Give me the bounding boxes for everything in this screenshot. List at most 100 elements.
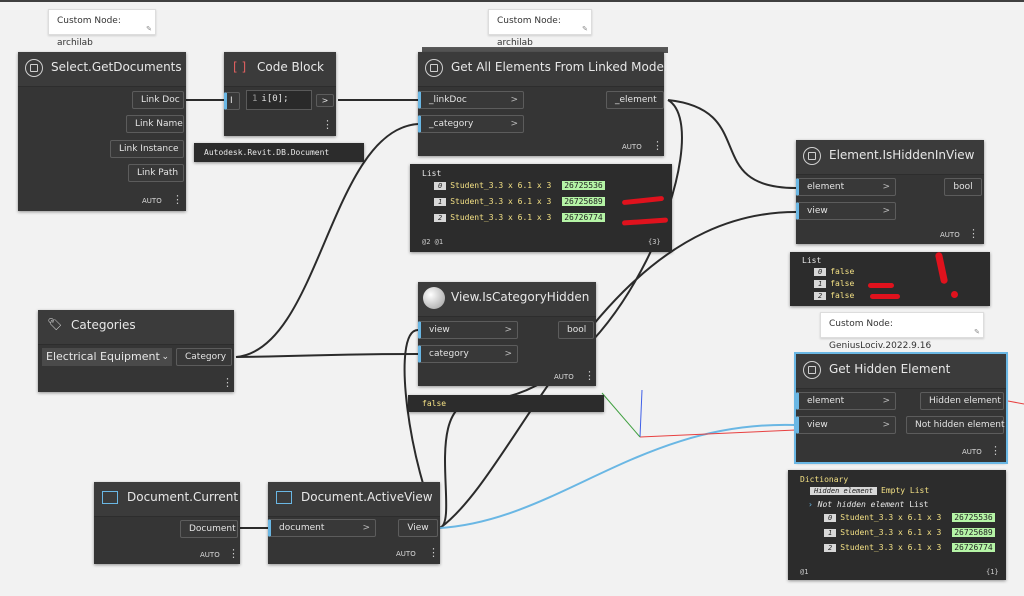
node-header[interactable]: 🏷 Categories [38, 310, 234, 345]
port-label: view [807, 206, 828, 216]
element-id: 26725689 [952, 528, 995, 537]
lacing-auto-label[interactable]: AUTO [554, 373, 574, 381]
lacing-auto-label[interactable]: AUTO [142, 197, 162, 205]
node-view-iscategoryhidden[interactable]: View.IsCategoryHidden view> category> bo… [418, 282, 596, 386]
output-port-code[interactable]: > [316, 94, 334, 107]
node-header[interactable]: Element.IsHiddenInView [796, 140, 984, 175]
node-document-current[interactable]: Document.Current Document AUTO ⋮ [94, 482, 240, 564]
node-menu-icon[interactable]: ⋮ [322, 118, 333, 131]
node-header[interactable]: Get Hidden Element [796, 354, 1006, 389]
node-menu-icon[interactable]: ⋮ [584, 369, 595, 382]
bool-value: false [830, 267, 855, 276]
output-port-view[interactable]: View [398, 519, 438, 537]
chevron-right-icon: > [510, 119, 518, 129]
input-port-i[interactable]: I [224, 92, 240, 110]
node-menu-icon[interactable]: ⋮ [222, 376, 233, 389]
port-label: I [230, 96, 233, 106]
node-title: Element.IsHiddenInView [829, 148, 975, 162]
node-header[interactable]: Document.ActiveView [268, 482, 440, 517]
node-title: Code Block [257, 60, 324, 74]
input-port-linkdoc[interactable]: _linkDoc> [418, 91, 524, 109]
input-port-view[interactable]: view> [418, 321, 518, 339]
dict-value-type: List [909, 500, 929, 509]
tag-label: Custom Node: archilab [497, 16, 561, 48]
node-title: Categories [71, 318, 136, 332]
output-port-bool[interactable]: bool [558, 321, 594, 339]
chevron-right-icon[interactable]: › [808, 500, 813, 509]
node-menu-icon[interactable]: ⋮ [428, 546, 439, 559]
output-port-hidden-element[interactable]: Hidden element [920, 392, 1004, 410]
output-port-category[interactable]: Category [176, 348, 232, 366]
custom-node-tag-archilab-2: Custom Node: archilab ✎ [488, 9, 592, 48]
red-annotation-exclamation-dot [951, 291, 958, 298]
input-port-view[interactable]: view > [796, 202, 896, 220]
node-menu-icon[interactable]: ⋮ [228, 547, 239, 560]
input-port-view[interactable]: view> [796, 416, 896, 434]
output-port-not-hidden-element[interactable]: Not hidden element [906, 416, 1004, 434]
node-header[interactable]: [ ] Code Block [224, 52, 336, 87]
output-port-link-path[interactable]: Link Path [128, 164, 184, 182]
axis-x-extend [1007, 400, 1024, 405]
chevron-right-icon: > [882, 420, 890, 430]
node-menu-icon[interactable]: ⋮ [652, 139, 663, 152]
output-port-document[interactable]: Document [180, 520, 238, 538]
output-port-element[interactable]: _element [606, 91, 664, 109]
node-get-all-elements-linked[interactable]: Get All Elements From Linked Model _link… [418, 47, 668, 156]
pin-icon[interactable]: ✎ [974, 328, 980, 336]
output-port-link-doc[interactable]: Link Doc [132, 91, 184, 109]
node-header[interactable]: Get All Elements From Linked Model [418, 52, 668, 87]
input-port-category[interactable]: _category> [418, 115, 524, 133]
node-header[interactable]: View.IsCategoryHidden [418, 282, 596, 317]
element-name: Student_3.3 x 6.1 x 3 [450, 213, 552, 222]
node-menu-icon[interactable]: ⋮ [990, 444, 1001, 457]
lacing-auto-label[interactable]: AUTO [200, 551, 220, 559]
node-header[interactable]: Document.Current [94, 482, 240, 517]
node-select-getdocuments[interactable]: Select.GetDocuments Link Doc Link Name L… [18, 52, 186, 211]
pin-icon[interactable]: ✎ [146, 25, 152, 33]
node-element-ishiddeninview[interactable]: Element.IsHiddenInView element> view > bo… [796, 140, 984, 244]
node-categories[interactable]: 🏷 Categories Electrical Equipment ⌄ Cate… [38, 310, 234, 392]
list-levels: @2 @1 [422, 238, 444, 246]
output-port-link-instance[interactable]: Link Instance [110, 140, 184, 158]
category-dropdown[interactable]: Electrical Equipment ⌄ [42, 348, 172, 366]
node-document-activeview[interactable]: Document.ActiveView document> View AUTO … [268, 482, 440, 564]
red-annotation-mark [868, 283, 894, 288]
sphere-icon [423, 287, 445, 309]
element-name: Student_3.3 x 6.1 x 3 [840, 543, 942, 552]
tag-label: Custom Node: archilab [57, 16, 121, 48]
list-index: 0 [824, 514, 837, 522]
dict-key: Hidden element [810, 487, 878, 495]
bool-value: false [422, 399, 447, 408]
node-title: Get All Elements From Linked Model [451, 60, 668, 74]
pin-icon[interactable]: ✎ [582, 25, 588, 33]
chevron-right-icon: > [882, 206, 890, 216]
tag-icon: 🏷 [47, 317, 63, 331]
lacing-auto-label[interactable]: AUTO [396, 550, 416, 558]
lacing-auto-label[interactable]: AUTO [962, 448, 982, 456]
node-get-hidden-element[interactable]: Get Hidden Element element> view> Hidden… [794, 352, 1008, 464]
lacing-auto-label[interactable]: AUTO [622, 143, 642, 151]
tag-label: Custom Node: GeniusLociv.2022.9.16 [829, 319, 932, 351]
chevron-right-icon: > [504, 325, 512, 335]
node-menu-icon[interactable]: ⋮ [968, 227, 979, 240]
node-menu-icon[interactable]: ⋮ [172, 193, 183, 206]
input-port-element[interactable]: element> [796, 178, 896, 196]
element-id: 26725536 [952, 513, 995, 522]
lacing-auto-label[interactable]: AUTO [940, 231, 960, 239]
input-port-document[interactable]: document> [268, 519, 376, 537]
preview-header: Dictionary [800, 475, 849, 484]
input-port-element[interactable]: element> [796, 392, 896, 410]
view-icon [276, 491, 292, 504]
input-port-category[interactable]: category> [418, 345, 518, 363]
output-port-link-name[interactable]: Link Name [126, 115, 184, 133]
element-name: Student_3.3 x 6.1 x 3 [450, 181, 552, 190]
output-port-bool[interactable]: bool [944, 178, 982, 196]
dict-entry-not-hidden[interactable]: › Not hidden element List [808, 500, 928, 509]
element-name: Student_3.3 x 6.1 x 3 [840, 513, 942, 522]
node-header[interactable]: Select.GetDocuments [18, 52, 186, 87]
bool-value: false [830, 279, 855, 288]
